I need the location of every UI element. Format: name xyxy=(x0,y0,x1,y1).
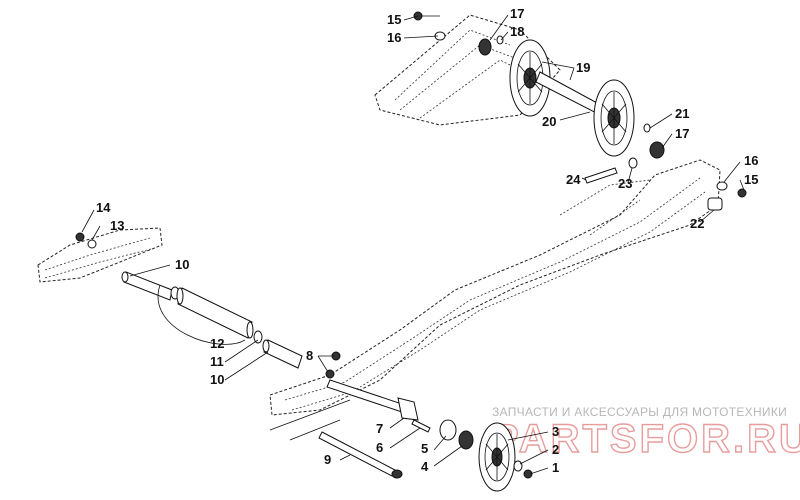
dimension-bracket xyxy=(269,399,351,441)
callout-14: 14 xyxy=(96,200,111,215)
callout-10-upper: 10 xyxy=(175,257,189,272)
small-washer-18 xyxy=(496,35,504,45)
main-rail xyxy=(269,159,721,416)
callout-15-right: 15 xyxy=(744,172,758,187)
bearing-upper-left xyxy=(478,38,492,56)
small-washer-21 xyxy=(643,123,651,133)
washer-16-right xyxy=(716,181,728,191)
callout-3: 3 xyxy=(552,424,559,439)
callout-20: 20 xyxy=(542,114,556,129)
long-bolt-9 xyxy=(318,431,403,479)
callout-22: 22 xyxy=(690,216,704,231)
callout-5: 5 xyxy=(421,441,428,456)
callout-13: 13 xyxy=(110,218,124,233)
callout-17-right: 17 xyxy=(675,126,689,141)
callout-10-lower: 10 xyxy=(210,372,224,387)
watermark-logo: PARTSFOR.RU xyxy=(492,417,800,461)
wheel-3 xyxy=(478,422,516,492)
washer-13 xyxy=(87,239,97,249)
callout-23: 23 xyxy=(618,176,632,191)
callout-labels: 15 16 17 18 19 20 21 17 16 15 24 23 22 1… xyxy=(96,6,758,475)
callout-17-top: 17 xyxy=(510,6,524,21)
callout-16-top: 16 xyxy=(387,30,401,45)
cap-22 xyxy=(707,197,723,211)
callout-12: 12 xyxy=(210,336,224,351)
nut-14 xyxy=(75,232,85,242)
bearing-upper-right xyxy=(649,141,665,159)
washer-11-lower xyxy=(253,330,263,344)
callout-2: 2 xyxy=(552,442,559,457)
callout-9: 9 xyxy=(324,452,331,467)
bolt-15-right xyxy=(737,188,747,198)
left-rail xyxy=(37,227,163,283)
washer-2 xyxy=(513,460,523,472)
callout-6: 6 xyxy=(376,440,383,455)
idler-wheel-upper-left xyxy=(509,39,551,117)
leader-lines xyxy=(81,14,745,475)
callout-4: 4 xyxy=(421,459,429,474)
spacer-10-upper xyxy=(121,271,173,301)
callout-24: 24 xyxy=(566,172,581,187)
callout-1: 1 xyxy=(552,460,559,475)
washer-5 xyxy=(439,419,457,441)
bearing-4 xyxy=(458,430,474,450)
callout-11: 11 xyxy=(210,354,224,369)
callout-8: 8 xyxy=(306,348,313,363)
idler-wheel-upper-right xyxy=(593,79,635,157)
spacer-10-lower xyxy=(262,339,303,369)
spacer-23 xyxy=(628,157,638,169)
callout-18: 18 xyxy=(510,24,524,39)
bolt-1 xyxy=(523,469,533,479)
tube-12 xyxy=(176,287,254,339)
callout-15-top: 15 xyxy=(387,12,401,27)
bolt-6 xyxy=(411,419,431,433)
bracket-7 xyxy=(397,397,419,421)
callout-19: 19 xyxy=(576,60,590,75)
callout-7: 7 xyxy=(376,421,383,436)
callout-21: 21 xyxy=(675,106,689,121)
callout-16-right: 16 xyxy=(744,153,758,168)
watermark-tagline: ЗАПЧАСТИ И АКСЕССУАРЫ ДЛЯ МОТОТЕХНИКИ xyxy=(492,405,787,419)
bolt-24 xyxy=(584,167,618,184)
